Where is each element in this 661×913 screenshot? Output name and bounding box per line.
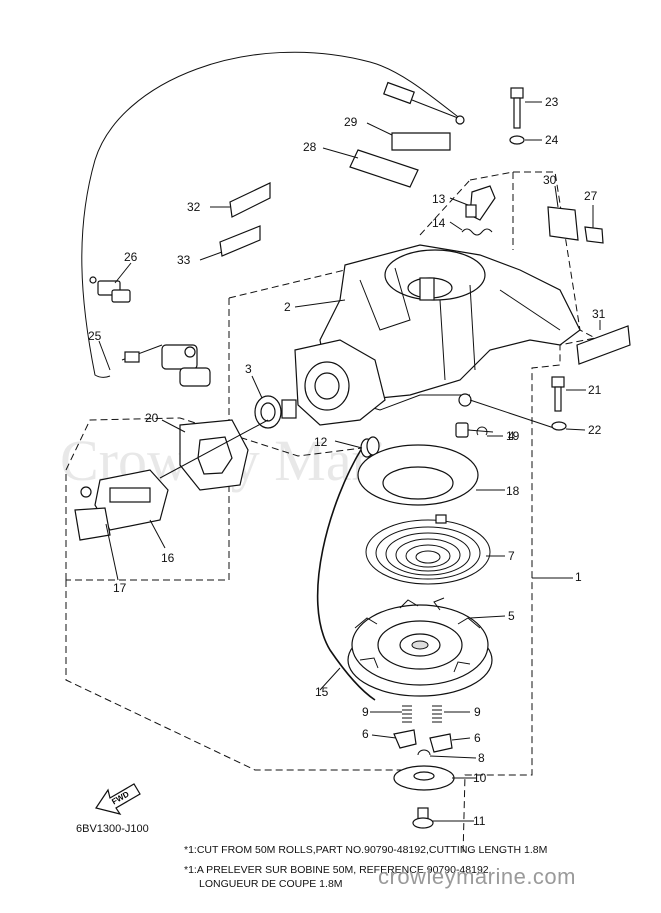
callout-19: 19 [506,429,520,443]
note-line-1: *1:CUT FROM 50M ROLLS,PART NO.90790-4819… [184,844,548,856]
callout-17: 17 [113,581,127,595]
callout-5: 5 [508,609,515,623]
decal-29 [391,132,451,151]
callout-3: 3 [245,362,252,376]
callout-28: 28 [303,140,317,154]
callout-31: 31 [592,307,606,321]
callout-16: 16 [161,551,175,565]
callout-10: 10 [473,771,487,785]
decal-30 [547,206,579,241]
note-line-2: *1:A PRELEVER SUR BOBINE 50M, REFERENCE … [184,864,492,876]
callout-30: 30 [543,173,557,187]
callout-4: 4 [508,429,515,443]
part-24-washer [509,135,525,145]
callout-numbers: 1 2 3 4 5 6 6 7 8 9 9 10 11 12 13 14 15 … [88,95,606,828]
callout-6b: 6 [474,731,481,745]
callout-14: 14 [432,216,446,230]
note-line-3: LONGUEUR DE COUPE 1.8M [199,878,343,890]
part-22-washer [551,421,567,431]
part-9-spring-left [402,705,412,723]
part-26-clip [89,276,131,303]
part-19-clip [476,426,488,436]
callout-2: 2 [284,300,291,314]
handle-assembly [74,419,269,541]
decal-32 [229,182,271,218]
part-18-plate [357,444,479,506]
callout-21: 21 [588,383,602,397]
callout-32: 32 [187,200,201,214]
part-8-clip [417,749,431,756]
part-7-spring [365,514,491,585]
decal-31 [576,325,631,365]
decals [219,132,631,365]
part-6-pawl-left [393,729,417,749]
callout-24: 24 [545,133,559,147]
part-4-collar [455,422,469,438]
callout-20: 20 [145,411,159,425]
callout-22: 22 [588,423,602,437]
decal-33 [219,225,261,257]
part-12-grommet [360,436,380,458]
part-5-pulley [347,597,493,697]
starter-rope [316,447,376,701]
callout-25: 25 [88,329,102,343]
part-9-spring-right [432,705,442,723]
handle-bracket [294,339,386,426]
decal-27 [584,226,604,244]
callout-12: 12 [314,435,328,449]
part-11-bolt [412,807,434,829]
fwd-arrow-icon: FWD [95,783,141,815]
part-21-bolt [551,376,565,412]
callout-18: 18 [506,484,520,498]
part-23-bolt [510,87,524,129]
callout-9b: 9 [474,705,481,719]
part-25-switch [121,344,211,387]
callout-1: 1 [575,570,582,584]
part-14-spring [461,228,493,236]
callout-13: 13 [432,192,446,206]
assembly-outlines [65,171,597,857]
callout-26: 26 [124,250,138,264]
part-3-bushing [254,395,297,429]
starter-housing [319,244,581,431]
part-20-grip-frame [179,419,249,491]
part-6-pawl-right [429,733,453,753]
callout-6a: 6 [362,727,369,741]
callout-9a: 9 [362,705,369,719]
part-13-lever [465,185,496,221]
callout-11: 11 [473,814,486,828]
diagram-code: 6BV1300-J100 [76,823,149,835]
callout-23: 23 [545,95,559,109]
starter-cable [81,51,463,378]
leader-lines [98,101,601,822]
decal-28 [349,149,419,188]
callout-8: 8 [478,751,485,765]
callout-15: 15 [315,685,329,699]
callout-29: 29 [344,115,358,129]
part-10-plate [393,765,455,791]
cable-end-fitting [383,81,465,125]
callout-33: 33 [177,253,191,267]
callout-7: 7 [508,549,515,563]
watermark-site: crowleymarine.com [378,864,576,889]
callout-27: 27 [584,189,598,203]
